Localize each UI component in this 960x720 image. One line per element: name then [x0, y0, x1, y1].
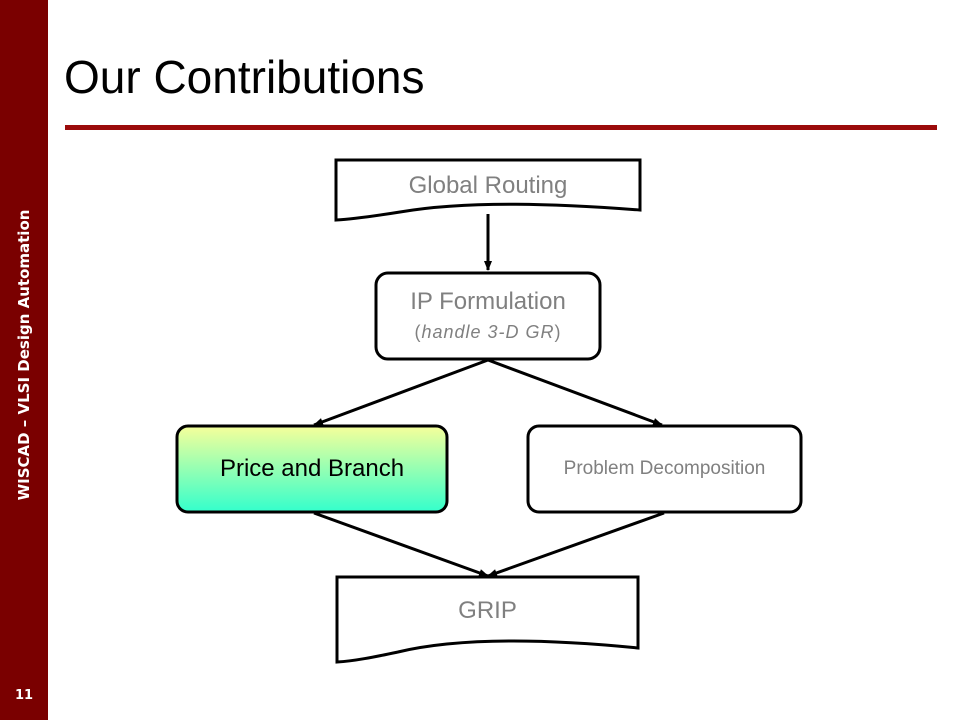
- ip-formulation-label: IP Formulation: [410, 288, 566, 315]
- sidebar: [0, 0, 48, 720]
- grip-label: GRIP: [458, 597, 517, 624]
- price-and-branch-node: [175, 424, 449, 514]
- page-number: 11: [14, 688, 34, 703]
- grip-node: [335, 575, 640, 664]
- problem-decomposition-label: Problem Decomposition: [563, 458, 766, 479]
- price-and-branch-label: Price and Branch: [219, 455, 405, 482]
- ip-formulation-node: [374, 271, 602, 361]
- ip-subtitle-italic: handle 3-D GR: [421, 322, 555, 342]
- arrow-price-to-grip: [313, 511, 489, 578]
- arrow-ip-to-decomp: [487, 358, 663, 427]
- global-routing-node: [334, 158, 642, 222]
- title-divider: [65, 125, 937, 130]
- ip-subtitle-close: ): [554, 322, 562, 342]
- global-routing-label: Global Routing: [408, 172, 568, 199]
- arrow-decomp-to-grip: [487, 511, 665, 578]
- ip-formulation-subtitle: (handle 3-D GR): [376, 322, 600, 343]
- arrow-ip-to-price: [313, 358, 489, 427]
- problem-decomposition-node: [526, 424, 803, 514]
- ip-subtitle-open: (: [414, 322, 422, 342]
- page-title: Our Contributions: [64, 51, 425, 103]
